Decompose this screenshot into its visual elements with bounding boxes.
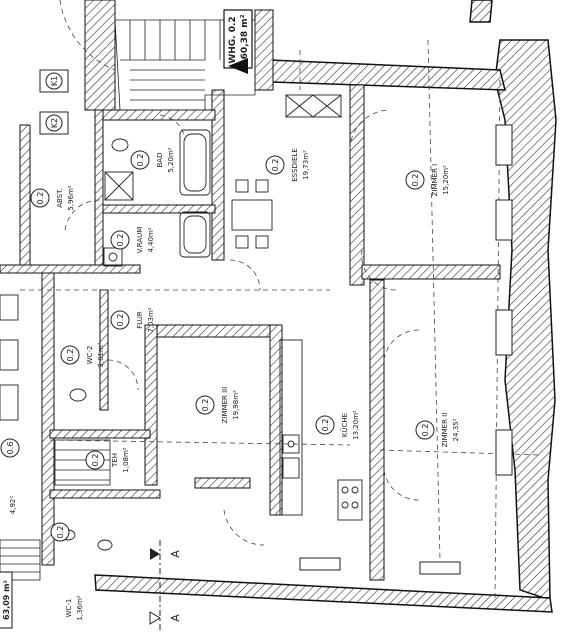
room-label-wc1: 0.2 xyxy=(50,522,70,542)
room-badge: 0.2 xyxy=(116,314,125,327)
room-label-flur: 0.2 FLUR 7,03m² xyxy=(110,307,155,333)
room-area: 5,96m² xyxy=(67,185,75,210)
room-area: 5,20m² xyxy=(167,147,175,172)
room-badge: 0.2 xyxy=(136,154,145,167)
room-name: ABST. xyxy=(56,188,64,208)
room-area: 19,73m² xyxy=(302,150,310,180)
fixtures xyxy=(0,94,363,551)
room-name: WC-1 xyxy=(65,599,73,618)
room-badge: 0.2 xyxy=(321,419,330,432)
neighbor-badge-text: 0.6 xyxy=(6,442,15,455)
room-label-kueche: 0.2 KÜCHE 13,20m² xyxy=(315,410,360,440)
room-label-tech: 0.2 TEH 1,08m² xyxy=(85,447,130,473)
interior-walls xyxy=(0,0,501,581)
room-name: ZIMMER II xyxy=(441,413,449,448)
room-label-wc2: 0.2 WC-2 3,61m² xyxy=(60,342,105,368)
room-area: 24,35² xyxy=(452,418,460,441)
section-mark-left: A xyxy=(169,614,182,622)
apartment-area: 160,38 m² xyxy=(240,14,250,65)
room-label-vraum: 0.2 V.RAUM 4,40m² xyxy=(110,227,155,254)
edge-area: 63,09 m² xyxy=(0,571,13,629)
room-name: FLUR xyxy=(136,311,144,329)
room-name: KÜCHE xyxy=(340,413,349,437)
door-swings xyxy=(20,0,541,601)
entry-arrow xyxy=(228,58,248,74)
room-label-abst: 0.2 ABST. 5,96m² xyxy=(30,185,75,211)
room-badge: 0.2 xyxy=(271,159,280,172)
room-badge: 0.2 xyxy=(56,526,65,539)
cellar-label: K2 xyxy=(50,118,59,128)
room-badge: 0.2 xyxy=(116,234,125,247)
room-badge: 0.2 xyxy=(201,399,210,412)
room-label-essdiele: 0.2 ESSDIELE 19,73m² xyxy=(265,148,310,182)
room-badge: 0.2 xyxy=(421,424,430,437)
room-area: 19,98m² xyxy=(232,390,240,420)
room-area: 1,08m² xyxy=(122,447,130,472)
room-name: BAD xyxy=(156,153,164,168)
room-badge: 0.2 xyxy=(411,174,420,187)
room-badge: 0.2 xyxy=(66,349,75,362)
room-label-zimmer3: 0.2 ZIMMER III 19,98m² xyxy=(195,387,240,424)
room-area: 7,03m² xyxy=(147,307,155,332)
outer-walls xyxy=(94,0,557,613)
room-area: 4,40m² xyxy=(147,227,155,252)
room-label-bad: 0.2 BAD 5,20m² xyxy=(130,147,175,173)
room-name: ZIMMER I xyxy=(431,164,439,197)
room-name: TEH xyxy=(111,453,119,468)
room-label-zimmer1: 0.2 ZIMMER I 15,20m² xyxy=(405,164,450,197)
apartment-tag: WHG. 0.2 160,38 m² xyxy=(223,9,253,69)
neighbor-area: 4,92² xyxy=(9,496,17,515)
room-label-zimmer2: 0.2 ZIMMER II 24,35² xyxy=(415,413,460,448)
neighbor-area-text: 4,92² xyxy=(9,496,17,515)
neighbor-badge: 0.6 xyxy=(0,438,20,458)
room-name: WC-2 xyxy=(86,346,94,365)
cellar-marker-k1: K1 xyxy=(39,69,69,93)
room-badge: 0.2 xyxy=(91,454,100,467)
room-name: ZIMMER III xyxy=(221,387,229,424)
cellar-label: K1 xyxy=(50,76,59,86)
room-area: 15,20m² xyxy=(442,165,450,195)
windows xyxy=(299,124,513,575)
section-mark-right: A xyxy=(169,550,182,558)
room-name: ESSDIELE xyxy=(291,148,299,182)
room-area: 3,61m² xyxy=(97,342,105,367)
room-name: V.RAUM xyxy=(136,227,144,254)
room-label-wc1-text: WC-1 1,36m² xyxy=(65,595,84,620)
section-marker: A A xyxy=(149,540,182,630)
edge-area-text: 63,09 m² xyxy=(2,580,11,620)
room-area: 13,20m² xyxy=(352,410,360,440)
cellar-marker-k2: K2 xyxy=(39,111,69,135)
apartment-tag-label: WHG. 0.2 xyxy=(228,16,238,63)
room-area: 1,36m² xyxy=(76,595,84,620)
room-badge: 0.2 xyxy=(36,192,45,205)
